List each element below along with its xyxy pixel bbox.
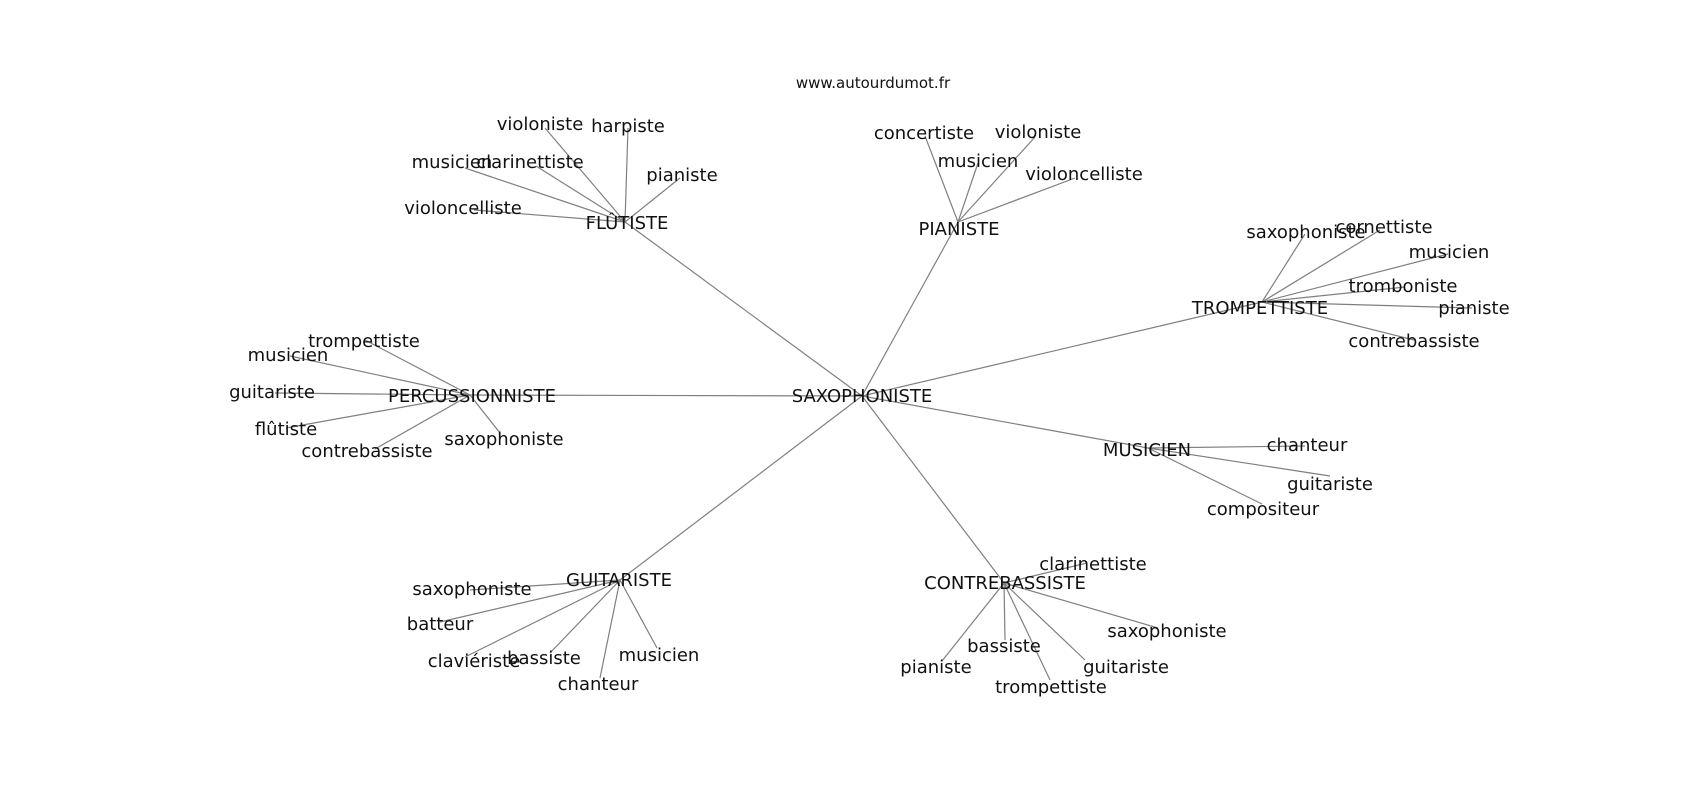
leaf-node-flutiste-3: clarinettiste <box>476 152 583 173</box>
edge-center-pianiste <box>861 221 959 397</box>
leaf-node-flutiste-5: violoncelliste <box>404 198 522 219</box>
leaf-node-flutiste-1: harpiste <box>591 116 665 137</box>
edge-trompettiste-3 <box>1261 286 1406 303</box>
edge-pianiste-0 <box>924 135 959 223</box>
hub-node-contrebassiste: CONTREBASSISTE <box>924 573 1086 594</box>
edge-pianiste-3 <box>957 177 1076 223</box>
leaf-node-trompettiste-3: tromboniste <box>1349 276 1458 297</box>
leaf-node-contrebassiste-1: saxophoniste <box>1107 621 1226 642</box>
edge-percussionniste-2 <box>274 392 471 396</box>
leaf-node-flutiste-0: violoniste <box>497 114 584 135</box>
edge-center-percussionniste <box>469 394 863 397</box>
center-node-label: SAXOPHONISTE <box>792 386 933 407</box>
edge-percussionniste-3 <box>285 394 471 429</box>
edge-flutiste-5 <box>473 209 626 223</box>
hub-node-musicien: MUSICIEN <box>1103 440 1191 461</box>
leaf-node-pianiste-2: musicien <box>938 151 1019 172</box>
edge-guitariste-0 <box>469 579 621 591</box>
leaf-node-guitariste-1: batteur <box>407 614 474 635</box>
leaf-node-percussionniste-0: trompettiste <box>308 331 420 352</box>
edge-guitariste-2 <box>464 579 621 658</box>
edge-trompettiste-0 <box>1261 233 1306 303</box>
leaf-node-flutiste-4: pianiste <box>646 165 717 186</box>
leaf-node-guitariste-3: bassiste <box>507 648 581 669</box>
leaf-node-percussionniste-5: saxophoniste <box>444 429 563 450</box>
edge-trompettiste-2 <box>1261 253 1449 303</box>
graph-nodes: SAXOPHONISTE FLÛTISTE violoniste harpiste mu… <box>229 114 1510 698</box>
edge-contrebassiste-1 <box>1003 582 1159 629</box>
edge-pianiste-1 <box>957 136 1036 223</box>
graph-edges <box>274 127 1473 681</box>
edge-center-flutiste <box>624 221 863 397</box>
edge-flutiste-3 <box>535 165 626 223</box>
edge-center-musicien <box>861 395 1149 449</box>
leaf-node-trompettiste-2: musicien <box>1409 242 1490 263</box>
leaf-node-contrebassiste-3: pianiste <box>900 657 971 678</box>
leaf-node-trompettiste-5: contrebassiste <box>1348 331 1479 352</box>
leaf-node-pianiste-1: violoniste <box>995 122 1082 143</box>
source-watermark: www.autourdumot.fr <box>796 74 951 92</box>
edge-center-contrebassiste <box>861 395 1005 584</box>
leaf-node-percussionniste-3: flûtiste <box>255 419 317 440</box>
edge-trompettiste-1 <box>1261 229 1381 303</box>
leaf-node-trompettiste-0: saxophoniste <box>1246 222 1365 243</box>
edge-guitariste-4 <box>619 579 658 649</box>
edge-guitariste-3 <box>549 579 621 654</box>
leaf-node-guitariste-2: claviériste <box>428 651 521 672</box>
edge-trompettiste-5 <box>1261 301 1415 341</box>
leaf-node-trompettiste-1: cornettiste <box>1335 217 1432 238</box>
edge-flutiste-4 <box>624 177 681 223</box>
edge-musicien-0 <box>1147 445 1306 449</box>
edge-percussionniste-5 <box>469 394 501 434</box>
leaf-node-percussionniste-4: contrebassiste <box>301 441 432 462</box>
edge-center-guitariste <box>619 395 863 581</box>
edge-musicien-1 <box>1147 447 1331 477</box>
edge-percussionniste-0 <box>364 339 471 396</box>
edge-flutiste-2 <box>464 167 626 223</box>
leaf-node-flutiste-2: musicien <box>412 152 493 173</box>
edge-flutiste-1 <box>624 127 629 223</box>
edge-musicien-2 <box>1147 447 1263 505</box>
edge-percussionniste-4 <box>374 394 471 450</box>
leaf-node-pianiste-3: violoncelliste <box>1025 164 1143 185</box>
leaf-node-contrebassiste-5: trompettiste <box>995 677 1107 698</box>
hub-node-percussionniste: PERCUSSIONNISTE <box>388 386 556 407</box>
leaf-node-contrebassiste-2: bassiste <box>967 636 1041 657</box>
leaf-node-musicien-2: compositeur <box>1207 499 1320 520</box>
leaf-node-musicien-0: chanteur <box>1267 435 1348 456</box>
leaf-node-guitariste-0: saxophoniste <box>412 579 531 600</box>
leaf-node-percussionniste-2: guitariste <box>229 382 315 403</box>
edge-flutiste-0 <box>544 127 626 223</box>
leaf-node-percussionniste-1: musicien <box>248 345 329 366</box>
edge-contrebassiste-0 <box>1003 562 1088 584</box>
leaf-node-pianiste-0: concertiste <box>874 123 974 144</box>
edge-percussionniste-1 <box>289 355 471 396</box>
hub-node-pianiste: PIANISTE <box>918 219 999 240</box>
leaf-node-trompettiste-4: pianiste <box>1438 298 1509 319</box>
leaf-node-contrebassiste-0: clarinettiste <box>1039 554 1146 575</box>
leaf-node-contrebassiste-4: guitariste <box>1083 657 1169 678</box>
hub-node-flutiste: FLÛTISTE <box>586 212 669 234</box>
edge-pianiste-2 <box>957 162 979 223</box>
leaf-node-musicien-1: guitariste <box>1287 474 1373 495</box>
edge-contrebassiste-4 <box>1003 582 1086 661</box>
leaf-node-guitariste-4: musicien <box>619 645 700 666</box>
edge-guitariste-5 <box>599 579 621 679</box>
leaf-node-guitariste-5: chanteur <box>558 674 639 695</box>
edge-contrebassiste-2 <box>1003 582 1006 641</box>
edge-trompettiste-4 <box>1261 301 1473 309</box>
hub-node-guitariste: GUITARISTE <box>566 570 672 591</box>
edge-center-trompettiste <box>861 301 1263 397</box>
edge-guitariste-1 <box>439 579 621 623</box>
edge-contrebassiste-3 <box>941 582 1005 662</box>
edge-contrebassiste-5 <box>1003 582 1051 681</box>
hub-node-trompettiste: TROMPETTISTE <box>1191 298 1328 319</box>
